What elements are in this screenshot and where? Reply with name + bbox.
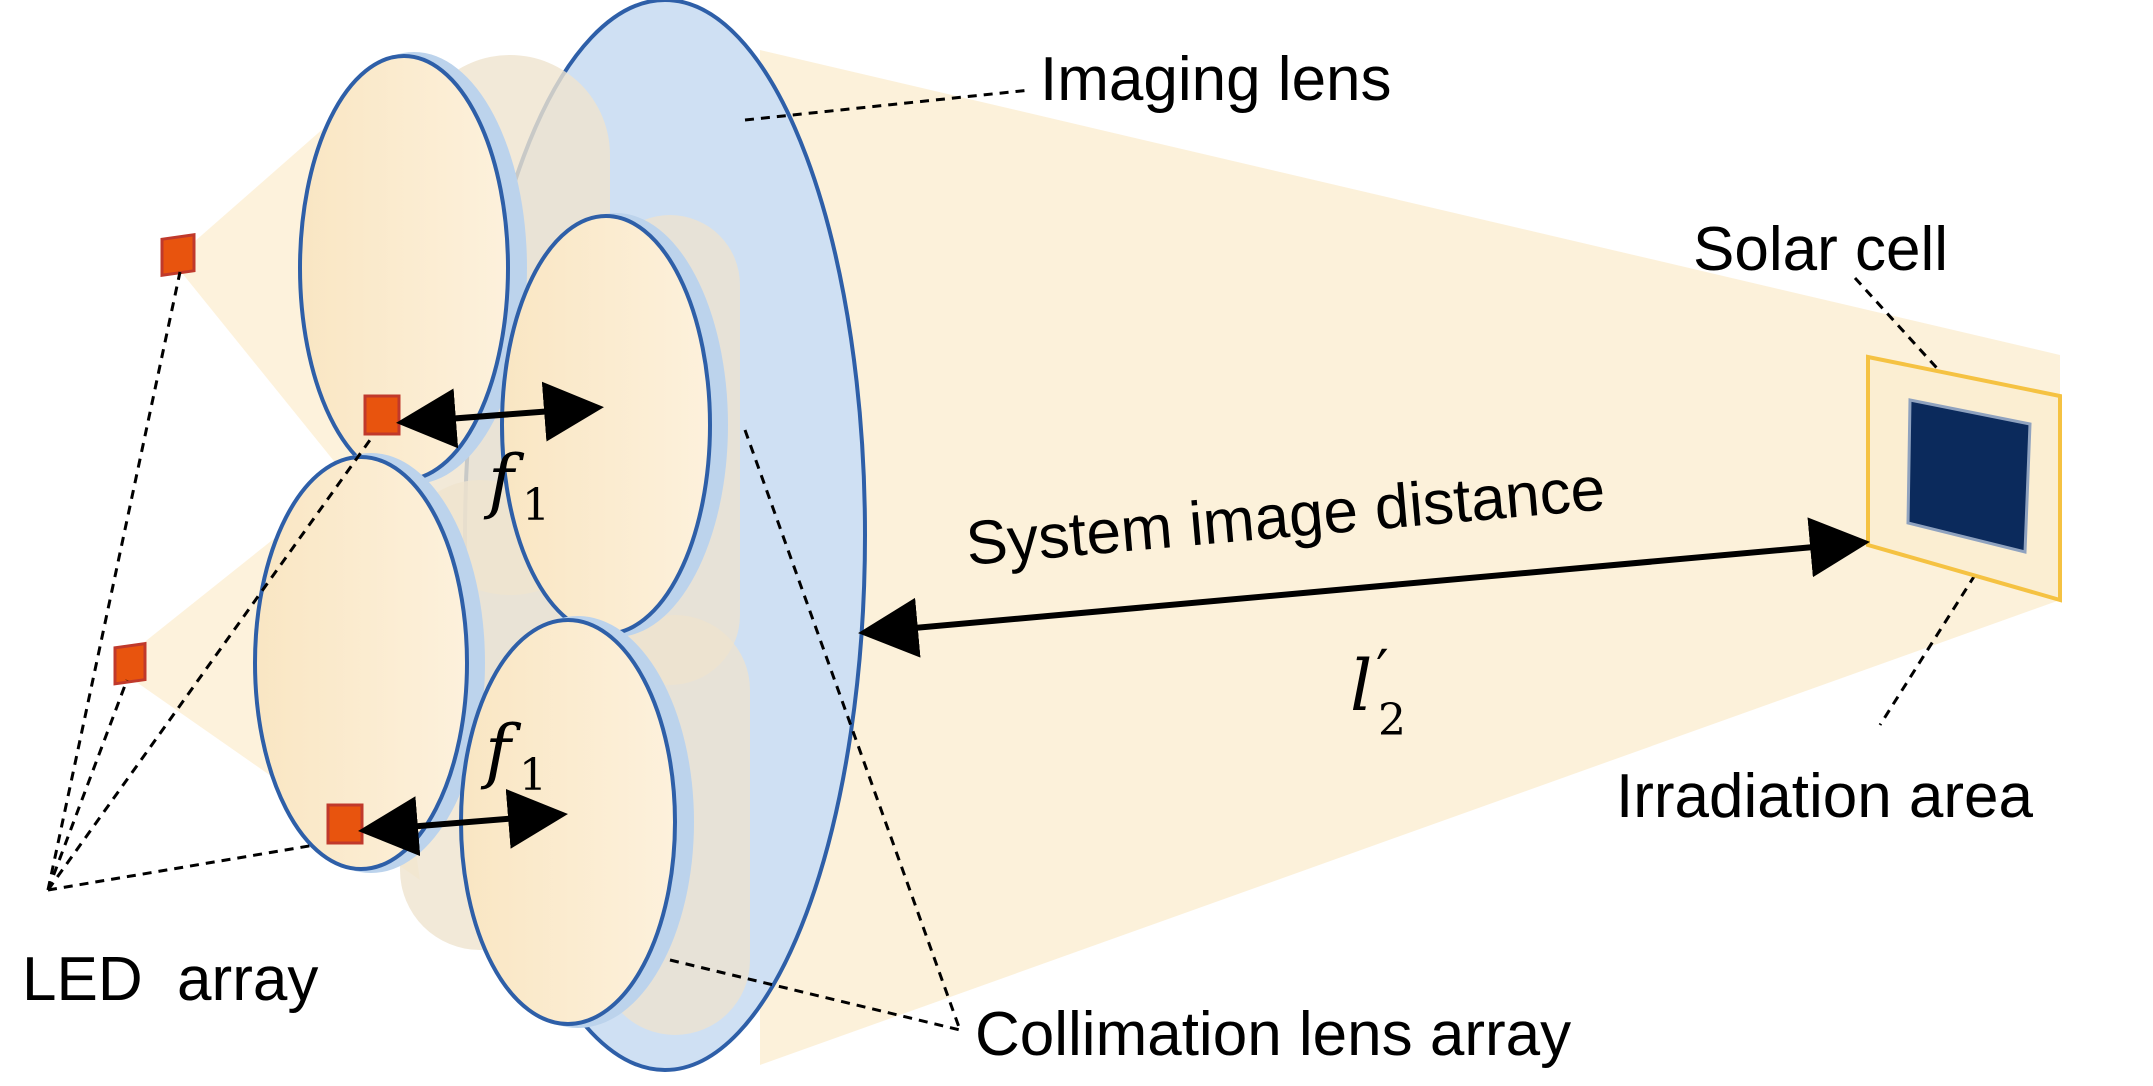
collimation-lens [253,455,469,871]
main-light-beam [760,50,2060,1065]
collimation-lens-array-label: Collimation lens array [975,1000,1571,1069]
imaging-lens-label: Imaging lens [1040,45,1392,114]
collimation-lens-array [253,52,750,1035]
led-array-label: LED array [22,945,318,1014]
focal-length-arrow-bottom [358,788,568,857]
arrows [358,381,1870,857]
led-chip [113,641,147,686]
focal-subscript: 1 [519,750,547,801]
image-distance-symbol-label: l ′ 2 [1350,639,1406,746]
led-chip [326,803,364,845]
led-chip [363,394,401,436]
focal-length-arrow-top [396,381,604,449]
image-distance-symbol: l [1350,645,1372,727]
led-chip [160,233,196,277]
leader-line [46,439,372,891]
image-distance-subscript: 2 [1378,695,1406,746]
collimation-lens [500,214,712,636]
target-plane [1866,354,2062,603]
leader-line [743,429,962,1031]
leader-line [1878,574,1977,726]
leader-line [47,843,316,892]
leader-line [669,958,961,1032]
image-distance-prime: ′ [1376,639,1389,704]
leader-line [46,679,129,891]
solar-cell [1906,398,2032,554]
irradiation-area-label: Irradiation area [1616,762,2034,831]
system-image-distance-arrow [858,517,1870,658]
solar-cell-label: Solar cell [1693,215,1948,284]
focal-subscript: 1 [522,480,550,531]
